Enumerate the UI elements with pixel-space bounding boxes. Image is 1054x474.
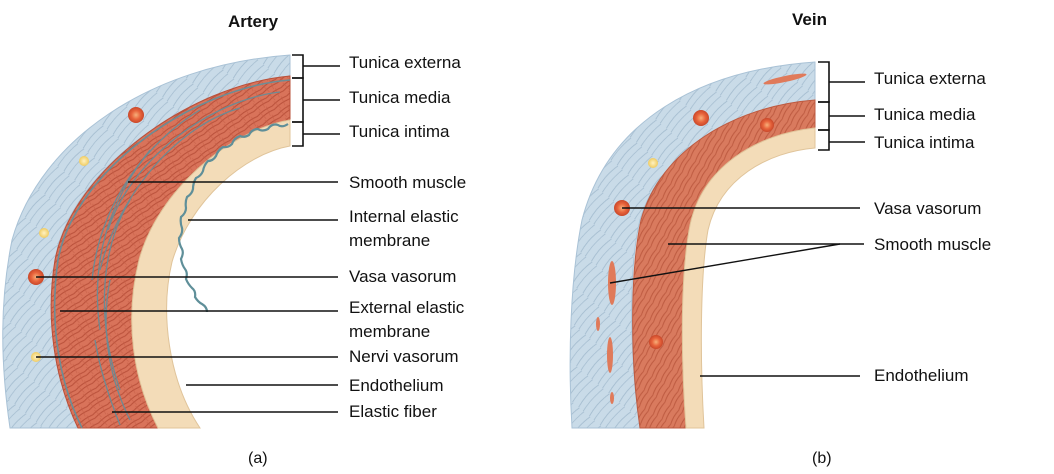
artery-title: Artery	[228, 12, 279, 31]
vein-nervi-vasorum	[648, 158, 658, 168]
vein-label-tunica-externa: Tunica externa	[874, 69, 986, 88]
artery-label-tunica-media: Tunica media	[349, 88, 451, 107]
artery-label-nervi-vasorum: Nervi vasorum	[349, 347, 459, 366]
vein-label-endothelium: Endothelium	[874, 366, 969, 385]
artery-brackets	[292, 55, 340, 146]
artery-illustration	[3, 55, 290, 428]
vein-label-tunica-intima: Tunica intima	[874, 133, 975, 152]
artery-nervi-vasorum-2	[39, 228, 49, 238]
artery-label-elastic-fiber: Elastic fiber	[349, 402, 437, 421]
artery-label-tunica-intima: Tunica intima	[349, 122, 450, 141]
vein-caption: (b)	[812, 450, 832, 467]
vein-illustration	[570, 62, 815, 428]
vein-label-tunica-media: Tunica media	[874, 105, 976, 124]
artery-vasa-vasorum-1	[128, 107, 144, 123]
vein-vasa-vasorum-3	[760, 118, 774, 132]
vein-vasa-vasorum-1	[693, 110, 709, 126]
artery-label-internal-elastic-2: membrane	[349, 231, 430, 250]
vein-title: Vein	[792, 10, 827, 29]
artery-label-endothelium: Endothelium	[349, 376, 444, 395]
artery-label-external-elastic-1: External elastic	[349, 298, 465, 317]
artery-label-internal-elastic-1: Internal elastic	[349, 207, 459, 226]
vein-label-vasa-vasorum: Vasa vasorum	[874, 199, 981, 218]
vein-label-smooth-muscle: Smooth muscle	[874, 235, 991, 254]
vein-brackets	[818, 62, 865, 150]
artery-nervi-vasorum-1	[79, 156, 89, 166]
artery-label-smooth-muscle: Smooth muscle	[349, 173, 466, 192]
artery-caption: (a)	[248, 450, 268, 467]
artery-label-vasa-vasorum: Vasa vasorum	[349, 267, 456, 286]
artery-label-tunica-externa: Tunica externa	[349, 53, 461, 72]
vein-vasa-vasorum-4	[649, 335, 663, 349]
artery-label-external-elastic-2: membrane	[349, 322, 430, 341]
